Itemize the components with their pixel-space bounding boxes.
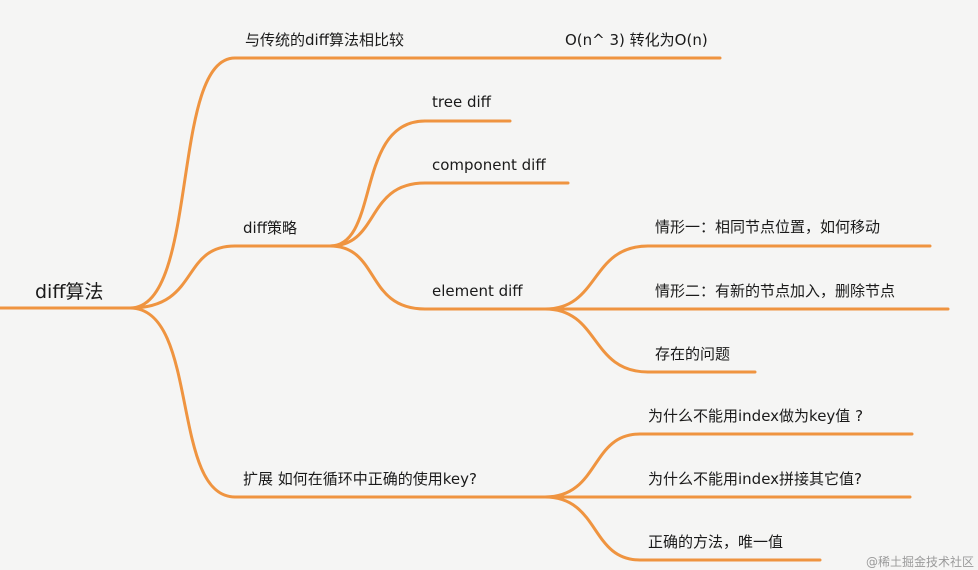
connector-key-correct [543,495,642,562]
watermark: @稀土掘金技术社区 [865,555,974,569]
branch-compare[interactable]: 与传统的diff算法相比较 [245,31,405,49]
node-problems[interactable]: 存在的问题 [655,345,731,363]
connector-element-case1 [543,244,650,311]
node-tree-diff[interactable]: tree diff [432,93,491,111]
connector-strategy-tree [328,119,427,248]
node-component-diff[interactable]: component diff [432,156,546,174]
branch-strategy[interactable]: diff策略 [243,219,298,237]
branch-key-usage[interactable]: 扩展 如何在循环中正确的使用key? [243,470,477,488]
node-why-not-index[interactable]: 为什么不能用index做为key值 ? [648,407,864,425]
connector-strategy-component [328,181,427,248]
node-why-not-index-concat[interactable]: 为什么不能用index拼接其它值? [648,470,863,488]
connector-element-problem [543,307,650,374]
connector-root-compare [128,56,237,310]
connector-root-strategy [128,244,237,310]
node-correct-method[interactable]: 正确的方法，唯一值 [648,533,784,551]
connector-root-key [128,306,237,499]
node-element-diff[interactable]: element diff [432,282,523,300]
node-case-two[interactable]: 情形二：有新的节点加入，删除节点 [655,282,896,300]
root-node[interactable]: diff算法 [35,281,104,303]
node-case-one[interactable]: 情形一：相同节点位置，如何移动 [655,218,881,236]
complexity-note: O(n^ 3) 转化为O(n) [565,31,708,49]
connector-key-q1 [543,432,642,499]
connector-strategy-element [328,244,427,311]
